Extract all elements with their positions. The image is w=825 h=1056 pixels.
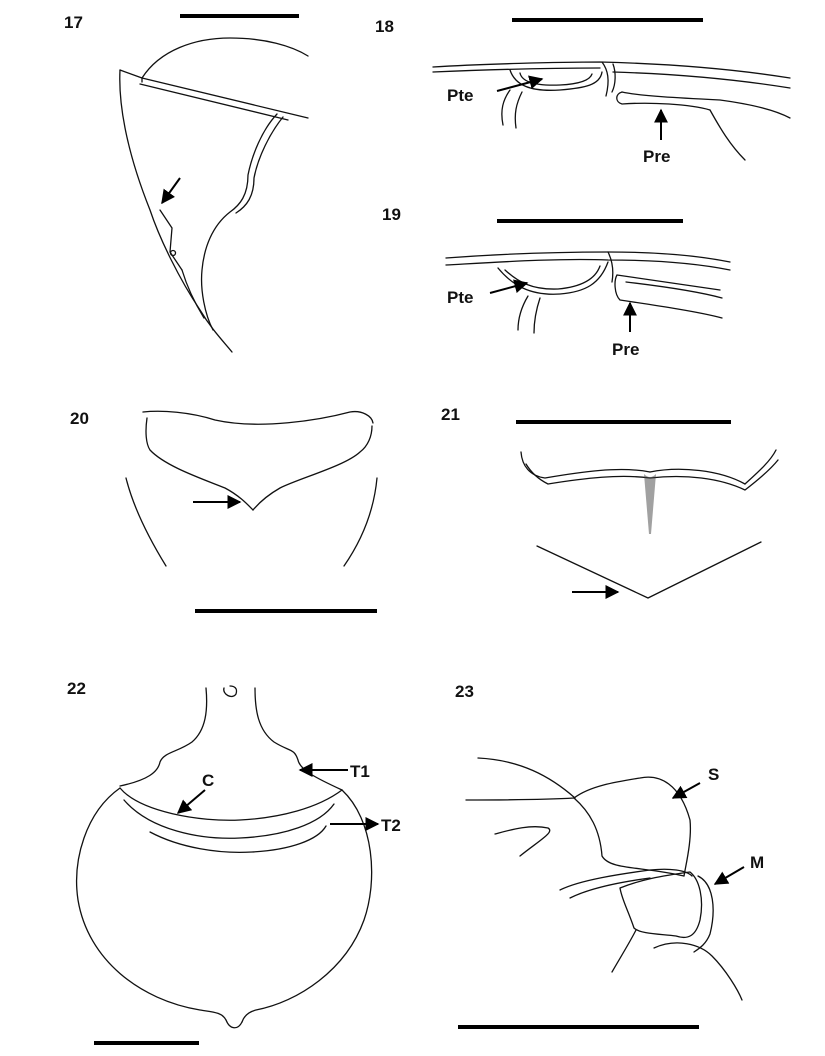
arrow-22-c — [176, 789, 206, 814]
figure-number-23: 23 — [455, 682, 474, 701]
label-23-s: S — [708, 765, 719, 784]
label-18-pre: Pre — [643, 147, 670, 166]
arrow-19-pte — [489, 279, 529, 294]
drawing-22-petiole — [76, 685, 373, 1029]
drawing-19-wing-venation — [445, 251, 731, 334]
label-19-pte: Pte — [447, 288, 473, 307]
figure-18: 18 Pte Pre — [375, 17, 791, 166]
figure-number-22: 22 — [67, 679, 86, 698]
drawing-18-wing-venation — [432, 61, 791, 161]
label-19-pre: Pre — [612, 340, 639, 359]
figure-number-20: 20 — [70, 409, 89, 428]
figure-21: 21 — [441, 405, 779, 599]
figure-number-17: 17 — [64, 13, 83, 32]
label-23-m: M — [750, 853, 764, 872]
figure-20: 20 — [70, 409, 378, 613]
label-18-pte: Pte — [447, 86, 473, 105]
label-22-t2: T2 — [381, 816, 401, 835]
figure-number-18: 18 — [375, 17, 394, 36]
drawing-23-genitalia — [465, 757, 743, 1001]
figure-23: 23 S M — [455, 682, 764, 1029]
figure-number-21: 21 — [441, 405, 460, 424]
arrow-23-s — [671, 782, 701, 799]
drawing-21-sternite — [520, 449, 779, 599]
drawing-20-sternite — [125, 410, 378, 567]
figure-19: 19 Pte Pre — [382, 205, 731, 359]
figure-22: 22 C T1 T2 — [67, 679, 401, 1045]
arrow-23-m — [713, 866, 745, 885]
label-22-c: C — [202, 771, 214, 790]
figure-number-19: 19 — [382, 205, 401, 224]
arrow-18-pte — [496, 75, 544, 92]
label-22-t1: T1 — [350, 762, 370, 781]
arrow-17 — [161, 177, 181, 205]
figure-17: 17 — [64, 13, 309, 353]
drawing-17-lateral-body — [119, 37, 309, 353]
